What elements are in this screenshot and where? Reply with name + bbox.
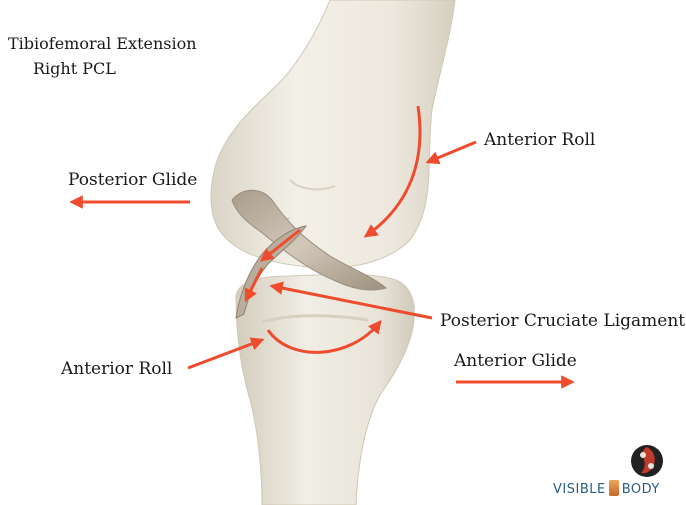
anterior-roll-label-bottom: Anterior Roll <box>61 361 172 378</box>
logo-word-visible: VISIBLE <box>553 482 606 497</box>
anterior-roll-top-pointer-arrow <box>428 142 476 162</box>
posterior-cruciate-ligament-label: Posterior Cruciate Ligament <box>440 313 685 330</box>
logo-wordmark: VISIBLE BODY <box>553 480 660 497</box>
logo-divider <box>609 480 619 496</box>
figure-title-line-2: Right PCL <box>33 61 116 77</box>
femur-bone <box>211 0 455 268</box>
posterior-glide-label: Posterior Glide <box>68 172 197 189</box>
figure-title-line-1: Tibiofemoral Extension <box>8 36 197 52</box>
logo-word-body: BODY <box>622 482 660 497</box>
visible-body-logo: VISIBLE BODY <box>553 441 679 497</box>
logo-emblem-icon <box>553 441 679 481</box>
anterior-roll-label-top: Anterior Roll <box>484 132 595 149</box>
anterior-glide-label: Anterior Glide <box>454 353 577 370</box>
